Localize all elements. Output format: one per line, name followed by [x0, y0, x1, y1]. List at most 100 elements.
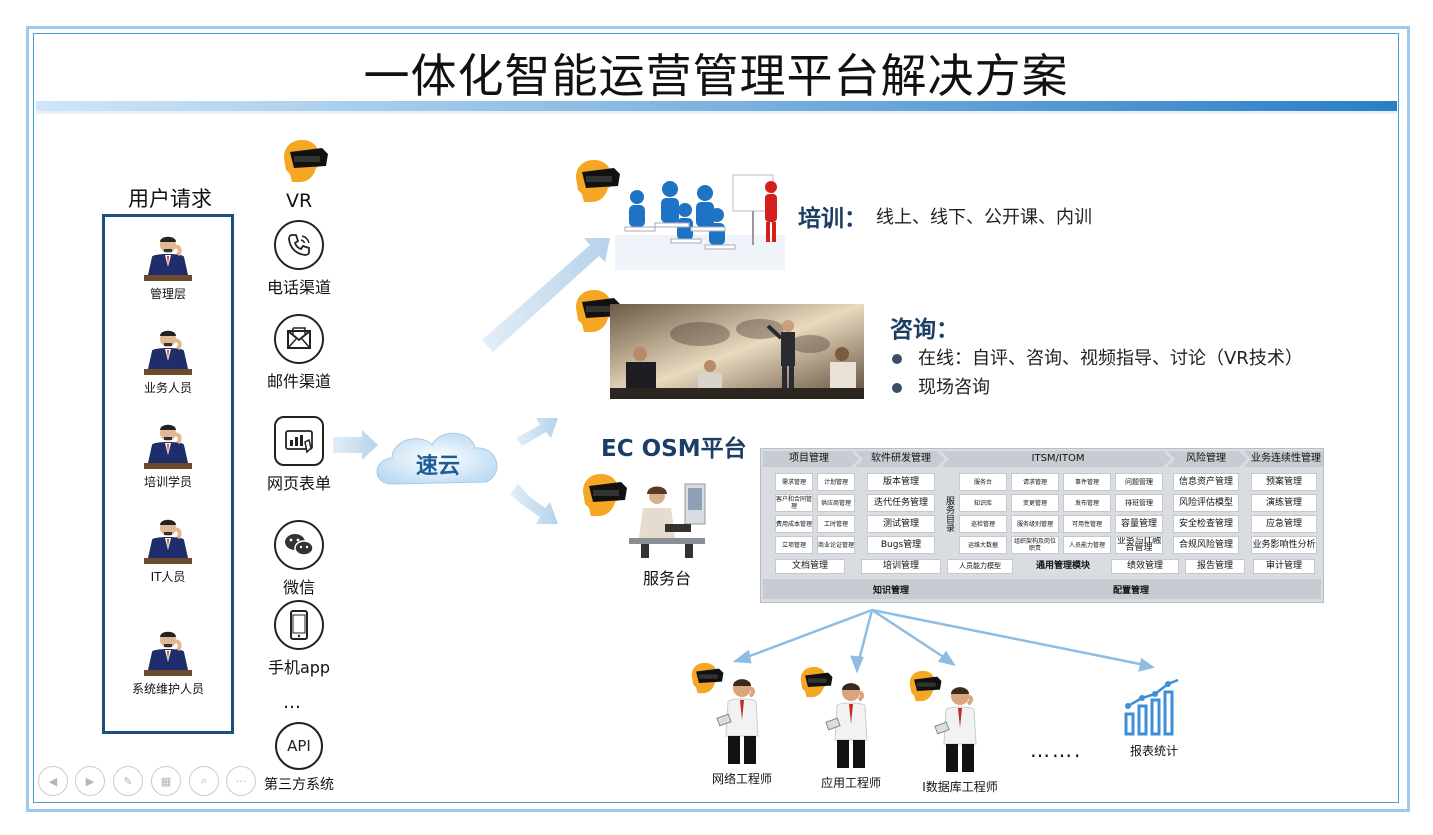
consulting-bullet-2: 现场咨询 — [892, 373, 990, 399]
osm-cell-itsm: 业务与IT融合管理 — [1115, 536, 1163, 554]
channel-phone-label: 电话渠道 — [266, 278, 331, 297]
user-role-label: 系统维护人员 — [131, 682, 204, 696]
consulting-image — [610, 304, 864, 399]
report-label: 报表统计 — [1130, 744, 1179, 758]
consulting-bullet-1-text: 在线：自评、咨询、视频指导、讨论（VR技术） — [918, 348, 1303, 369]
channel-wechat-label: 微信 — [282, 578, 315, 597]
mobile-icon — [274, 600, 324, 650]
more-options-icon[interactable]: ··· — [226, 766, 256, 796]
engineer-figure — [682, 676, 802, 770]
vr-headset-icon — [795, 664, 834, 700]
engineer-1: 网络工程师 — [682, 676, 802, 787]
osm-cell-project: 费用成本管理 — [775, 515, 813, 533]
osm-cell-itsm: 变更管理 — [1011, 494, 1059, 512]
osm-cell-bc: 应急管理 — [1251, 515, 1317, 533]
osm-cell-general: 审计管理 — [1253, 559, 1315, 574]
channel-mail[interactable]: 邮件渠道 — [244, 314, 354, 392]
channel-api[interactable]: API 第三方系统 — [244, 722, 354, 794]
osm-cell-itsm: 巡检管理 — [959, 515, 1007, 533]
user-role-label: 培训学员 — [143, 475, 192, 489]
osm-cell-itsm: 容量管理 — [1115, 515, 1163, 533]
osm-config-management: 配置管理 — [1112, 585, 1149, 596]
engineer-label: I数据库工程师 — [922, 780, 998, 794]
phone-icon — [274, 220, 324, 270]
osm-column-header: 业务连续性管理 — [1251, 453, 1321, 464]
osm-knowledge-management: 知识管理 — [872, 585, 909, 596]
osm-cell-dev: 迭代任务管理 — [867, 494, 935, 512]
pen-icon[interactable]: ✎ — [113, 766, 143, 796]
channel-mobile-app-label: 手机app — [267, 658, 331, 677]
user-role-5: 系统维护人员 — [118, 628, 218, 697]
bullet-dot — [892, 354, 902, 364]
channel-web-form-label: 网页表单 — [266, 474, 331, 493]
osm-cell-risk: 信息资产管理 — [1173, 473, 1239, 491]
user-request-title: 用户请求 — [128, 187, 212, 211]
report-chart-icon — [1122, 678, 1184, 736]
osm-cell-risk: 安全检查管理 — [1173, 515, 1239, 533]
osm-cell-general: 人员能力模型 — [947, 559, 1013, 574]
person-icon — [138, 327, 198, 377]
title-underline-light — [36, 111, 1397, 114]
person-icon — [138, 421, 198, 471]
zoom-icon[interactable]: ⌕ — [189, 766, 219, 796]
engineer-figure — [791, 680, 911, 774]
osm-cell-dev: Bugs管理 — [867, 536, 935, 554]
osm-cell-bc: 演练管理 — [1251, 494, 1317, 512]
osm-cell-itsm: 知识库 — [959, 494, 1007, 512]
channel-web-form[interactable]: 网页表单 — [244, 416, 354, 494]
vr-headset-icon — [904, 668, 943, 704]
training-image — [615, 165, 785, 270]
osm-cell-project: 立项管理 — [775, 536, 813, 554]
osm-cell-project: 客户和合同管理 — [775, 494, 813, 512]
prev-slide-icon[interactable]: ◀ — [38, 766, 68, 796]
engineer-figure — [900, 684, 1020, 778]
vr-headset-icon — [568, 156, 622, 206]
user-role-1: 管理层 — [118, 233, 218, 302]
channel-phone[interactable]: 电话渠道 — [244, 220, 354, 298]
osm-cell-itsm: 服务级别管理 — [1011, 515, 1059, 533]
page-title: 一体化智能运营管理平台解决方案 — [363, 49, 1069, 103]
user-role-4: IT人员 — [118, 516, 218, 585]
cloud-label: 速云 — [416, 454, 461, 479]
osm-cell-dev: 测试管理 — [867, 515, 935, 533]
engineer-label: 应用工程师 — [820, 776, 881, 790]
service-desk-image — [625, 480, 715, 560]
osm-cell-itsm: 排班管理 — [1115, 494, 1163, 512]
osm-cell-general: 绩效管理 — [1111, 559, 1179, 574]
consulting-bullet-1: 在线：自评、咨询、视频指导、讨论（VR技术） — [892, 344, 1303, 370]
slide-inner-border — [33, 33, 1399, 803]
osm-cell-project: 需求管理 — [775, 473, 813, 491]
osm-cell-bc: 业务影响性分析 — [1251, 536, 1317, 554]
osm-cell-itsm: 组织架构及岗位职责 — [1011, 536, 1059, 554]
consulting-bullet-2-text: 现场咨询 — [918, 377, 990, 398]
osm-cell-itsm: 事件管理 — [1063, 473, 1111, 491]
channel-api-label: 第三方系统 — [264, 777, 334, 793]
training-text: 线上、线下、公开课、内训 — [876, 207, 1092, 228]
person-icon — [138, 628, 198, 678]
platform-title: EC OSM平台 — [601, 436, 747, 462]
user-role-2: 业务人员 — [118, 327, 218, 396]
osm-cell-project: 工时管理 — [817, 515, 855, 533]
engineer-3: I数据库工程师 — [900, 684, 1020, 795]
osm-column-header: 软件研发管理 — [871, 453, 931, 464]
osm-cell-project: 供应商管理 — [817, 494, 855, 512]
osm-header-arrows — [763, 451, 1323, 467]
engineer-2: 应用工程师 — [791, 680, 911, 791]
osm-column-header: 风险管理 — [1186, 453, 1226, 464]
user-role-label: IT人员 — [150, 570, 186, 584]
osm-cell-itsm: 请求管理 — [1011, 473, 1059, 491]
next-slide-icon[interactable]: ▶ — [75, 766, 105, 796]
person-icon — [138, 233, 198, 283]
channel-mobile-app[interactable]: 手机app — [244, 600, 354, 678]
channel-wechat[interactable]: 微信 — [244, 520, 354, 598]
vr-headset-icon — [686, 660, 725, 696]
engineer-label: 网络工程师 — [711, 772, 772, 786]
user-request-box — [102, 214, 234, 734]
wechat-icon — [274, 520, 324, 570]
osm-cell-risk: 合规风险管理 — [1173, 536, 1239, 554]
slides-overview-icon[interactable]: ▦ — [151, 766, 181, 796]
web-form-icon — [274, 416, 324, 466]
user-role-label: 业务人员 — [143, 381, 192, 395]
